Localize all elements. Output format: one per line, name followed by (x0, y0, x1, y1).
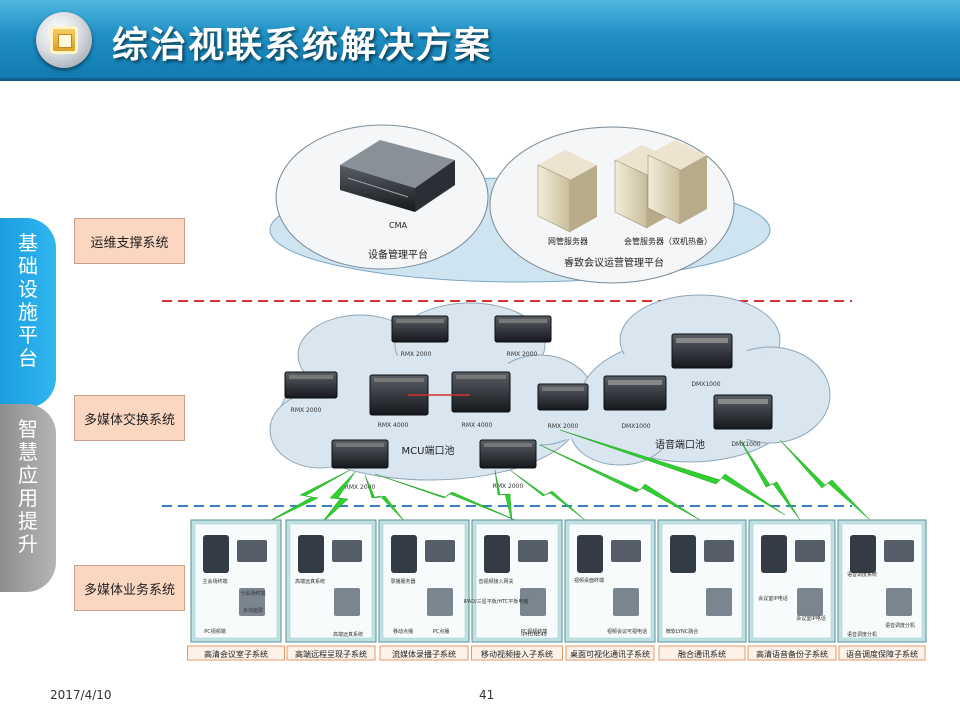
side-tab-smart-application: 智慧应用提升 (0, 404, 56, 592)
subsystem-item-label: 多功能屏 (243, 607, 263, 614)
rmx-server-icon (391, 315, 449, 343)
cma-server-icon (340, 140, 455, 212)
subsystem-item-label: 语音调度系统 (847, 571, 877, 578)
subsystem-item-label: IPAD/三星平板/HTC平板电脑 (464, 598, 529, 605)
slide-header: 综治视联系统解决方案 (0, 0, 960, 81)
subsystem-item-label: PC视频端 (204, 628, 226, 635)
subsystem-item-label: IPHONE4S (521, 632, 546, 638)
dmx-unit-label: DMX1000 (691, 381, 720, 388)
dmx-server-icon (671, 333, 733, 369)
subsystem-name: 流媒体录播子系统 (392, 649, 456, 659)
ops-platform-label: 睿致会议运营管理平台 (564, 256, 664, 269)
footer-date: 2017/4/10 (50, 688, 112, 702)
subsystem-item-label: 录播服务器 (390, 578, 415, 585)
footer-page-number: 41 (479, 688, 495, 702)
rmx-unit-label: RMX 2000 (548, 423, 579, 430)
subsystem-item-label: 微软LYNC融合 (666, 628, 698, 635)
logo-icon (36, 12, 92, 68)
subsystem-name: 移动视频接入子系统 (481, 649, 553, 659)
layer-label-ops-support: 运维支撑系统 (74, 218, 185, 264)
subsystem-item-label: 高端远真系统 (295, 578, 325, 585)
side-tab-infrastructure: 基础设施平台 (0, 218, 56, 408)
subsystem-name: 高清语音备份子系统 (756, 649, 828, 659)
subsystem-item-label: 视频桌面终端 (574, 577, 604, 584)
web-server-icon (537, 150, 597, 233)
subsystem-item-label: 会议室IP电话 (796, 615, 826, 622)
rmx-server-icon (479, 439, 537, 469)
rmx-server-icon (369, 374, 429, 416)
subsystem-item-label: 音视频接入网关 (478, 578, 513, 585)
rmx-unit-label: RMX 4000 (462, 422, 493, 429)
device-platform-label: 设备管理平台 (368, 248, 428, 261)
dmx-unit-label: DMX1000 (731, 441, 760, 448)
rmx-unit-label: RMX 2000 (401, 351, 432, 358)
cma-label: CMA (389, 221, 407, 230)
subsystem-name: 高清会议室子系统 (204, 649, 268, 659)
subsystem-item-label: 语音调度分机 (847, 631, 877, 638)
rmx-unit-label: RMX 2000 (493, 483, 524, 490)
subsystem-item-label: 分会场终端 (240, 590, 265, 597)
connection-bolts (261, 429, 871, 526)
slide-title: 综治视联系统解决方案 (112, 25, 493, 66)
mcu-pool-label: MCU端口池 (402, 444, 455, 457)
rmx-server-icon (284, 371, 338, 399)
layer-label-media-exchange: 多媒体交换系统 (74, 395, 185, 441)
subsystem-item-label: 主会场终端 (202, 578, 227, 585)
web-server-label: 网管服务器 (548, 236, 588, 246)
subsystem-item-label: 视频会议可视电话 (607, 628, 647, 635)
voice-pool-label: 语音端口池 (655, 438, 705, 451)
rmx-unit-label: RMX 2000 (345, 484, 376, 491)
rmx-server-icon (494, 315, 552, 343)
subsystem-item-label: 移动点播 (393, 628, 413, 635)
subsystem-name: 高端远程呈现子系统 (295, 649, 367, 659)
dmx-unit-label: DMX1000 (621, 423, 650, 430)
subsystem-name: 融合通讯系统 (678, 649, 726, 659)
subsystem-item-label: 语音调度分机 (885, 622, 915, 629)
meeting-server-label: 会管服务器（双机热备） (624, 236, 712, 246)
meeting-server-icon (614, 140, 707, 229)
dmx-server-icon (603, 375, 667, 411)
subsystem-item-label: 会议室IP电话 (758, 595, 788, 602)
subsystem-name: 桌面可视化通讯子系统 (570, 649, 650, 659)
subsystem-item-label: PC视频终端 (521, 628, 548, 635)
rmx-unit-label: RMX 4000 (378, 422, 409, 429)
rmx-server-icon (451, 371, 511, 413)
subsystem-item-label: 高端远真系统 (333, 631, 363, 638)
rmx-unit-label: RMX 2000 (291, 407, 322, 414)
rmx-server-icon (331, 439, 389, 469)
subsystem-item-label: PC点播 (433, 628, 450, 635)
layer-label-media-business: 多媒体业务系统 (74, 565, 185, 611)
dmx-server-icon (713, 394, 773, 430)
rmx-unit-label: RMX 2000 (507, 351, 538, 358)
subsystem-name: 语音调度保障子系统 (846, 649, 918, 659)
subsystem-box: 融合通讯系统 微软LYNC融合 (657, 519, 747, 661)
rmx-server-icon (537, 383, 589, 411)
